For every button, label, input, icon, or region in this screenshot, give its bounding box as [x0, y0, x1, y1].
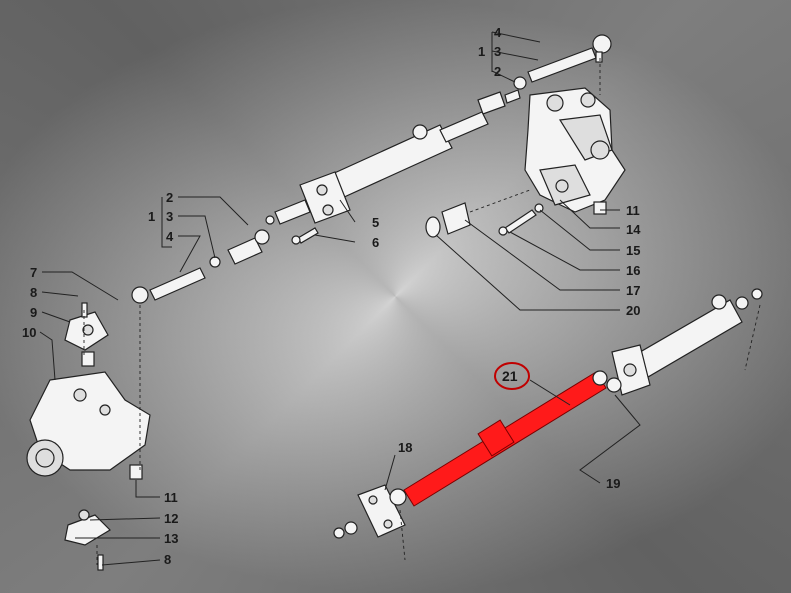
label-1a: 1 — [148, 209, 155, 224]
callout-labels: 2 1 3 4 4 1 3 2 5 6 7 8 9 10 11 12 13 8 … — [22, 25, 641, 567]
tie-rod-top — [477, 34, 612, 115]
cylinder-19 — [606, 288, 763, 396]
label-3b: 3 — [494, 44, 501, 59]
label-11a: 11 — [164, 490, 178, 505]
label-10: 10 — [22, 325, 36, 340]
highlight-ring-21 — [494, 362, 530, 390]
steering-knuckle-left — [26, 302, 151, 571]
steering-knuckle-right — [524, 87, 626, 213]
label-2b: 2 — [494, 64, 501, 79]
label-17: 17 — [626, 283, 640, 298]
label-11b: 11 — [626, 203, 640, 218]
leader-lines — [39, 31, 761, 566]
label-7: 7 — [30, 265, 37, 280]
label-14: 14 — [626, 222, 641, 237]
label-19: 19 — [606, 476, 620, 491]
bolt-6 — [291, 227, 319, 245]
label-2a: 2 — [166, 190, 173, 205]
label-21: 21 — [502, 368, 518, 384]
label-6: 6 — [372, 235, 379, 250]
label-8a: 8 — [30, 285, 37, 300]
steering-cylinder — [265, 111, 489, 225]
label-1b: 1 — [478, 44, 485, 59]
label-9: 9 — [30, 305, 37, 320]
tie-rod-left-parts — [131, 229, 270, 304]
label-3a: 3 — [166, 209, 173, 224]
label-5: 5 — [372, 215, 379, 230]
label-16: 16 — [626, 263, 640, 278]
label-15: 15 — [626, 243, 640, 258]
bushing-and-bolts — [425, 201, 607, 238]
piston-rod-21 — [403, 370, 608, 507]
label-4a: 4 — [166, 229, 174, 244]
label-13: 13 — [164, 531, 178, 546]
flange-18 — [333, 484, 407, 539]
label-4b: 4 — [494, 25, 502, 40]
label-8b: 8 — [164, 552, 171, 567]
label-20: 20 — [626, 303, 640, 318]
label-18: 18 — [398, 440, 412, 455]
label-12: 12 — [164, 511, 178, 526]
